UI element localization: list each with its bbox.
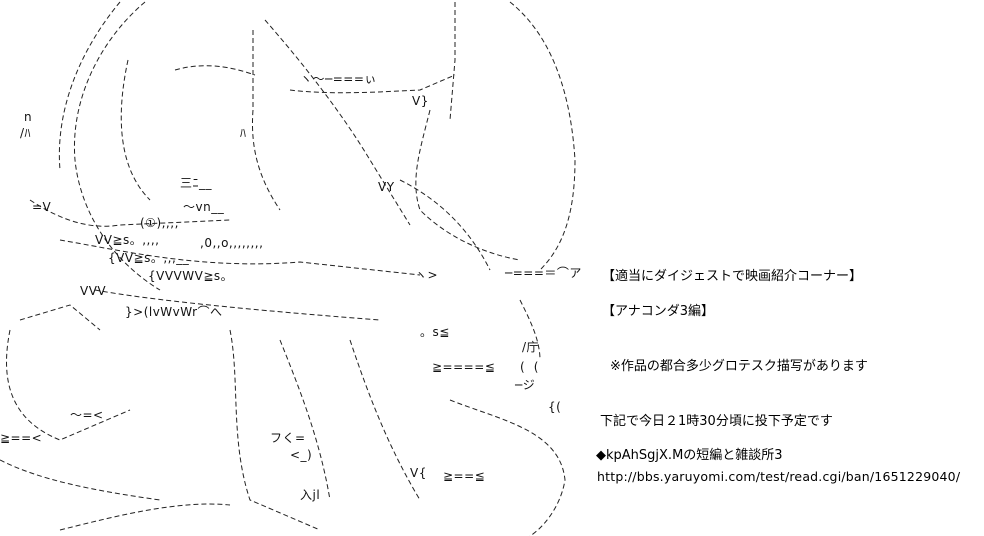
art-fragment: n xyxy=(24,110,33,124)
post-title: 【適当にダイジェストで映画紹介コーナー】 xyxy=(602,269,863,284)
art-fragment: 入jl xyxy=(300,488,321,502)
art-fragment: {VV≧s。,,,__ xyxy=(108,251,190,265)
art-fragment: 三ﾆ__ xyxy=(180,176,213,190)
art-fragment: <_) xyxy=(290,448,313,462)
art-fragment: 〜vn__ xyxy=(183,200,225,214)
art-fragment: 。s≦ xyxy=(420,325,450,339)
art-fragment: {VVVWV≧s。 xyxy=(148,269,234,283)
art-fragment: ヽ> xyxy=(415,268,439,282)
schedule-note: 下記で今日２1時30分頃に投下予定です xyxy=(600,414,833,429)
art-fragment: ≧==≦ xyxy=(443,469,486,483)
art-fragment: =V xyxy=(32,200,52,214)
art-fragment: ─ジ xyxy=(515,378,536,392)
art-fragment: 〜=< xyxy=(70,408,104,422)
ascii-art-strokes xyxy=(0,1,576,536)
art-fragment: (①),,,, xyxy=(140,216,179,230)
thread-url-link[interactable]: http://bbs.yaruyomi.com/test/read.cgi/ba… xyxy=(597,469,961,484)
art-fragment: }>(lvWvWr⌒へ xyxy=(125,305,223,319)
art-fragment: フく= xyxy=(270,431,306,445)
art-fragment: V} xyxy=(412,94,429,108)
art-fragment: ﾊ xyxy=(240,126,247,140)
art-fragment: ,0,,o,,,,,,,, xyxy=(200,236,264,250)
art-fragment: ヽ〜─===ぃ xyxy=(300,72,377,86)
art-fragment: ≧==< xyxy=(0,431,43,445)
art-fragment: /庁 xyxy=(522,340,540,354)
art-fragment: VY xyxy=(378,180,395,194)
thread-name: ◆kpAhSgjX.Mの短編と雑談所3 xyxy=(596,448,783,463)
art-fragment: ≧====≦ xyxy=(432,360,496,374)
art-fragment: VV≧s。,,,, xyxy=(95,233,160,247)
art-fragment: ( ( xyxy=(520,360,539,374)
art-fragment: V{ xyxy=(410,466,427,480)
post-subtitle: 【アナコンダ3編】 xyxy=(602,304,715,319)
art-fragment: /ﾊ xyxy=(20,126,32,140)
art-fragment: VVV xyxy=(80,284,107,298)
art-fragment: ─===＝⌒ア xyxy=(505,266,582,280)
ascii-art-anaconda: 〜vn__ {VVVWV≧s。 VV≧s。,,,, {VV≧s。,,,__ }>… xyxy=(0,1,582,536)
art-fragment: {( xyxy=(548,400,562,414)
content-warning: ※作品の都合多少グロテスク描写があります xyxy=(610,359,868,374)
